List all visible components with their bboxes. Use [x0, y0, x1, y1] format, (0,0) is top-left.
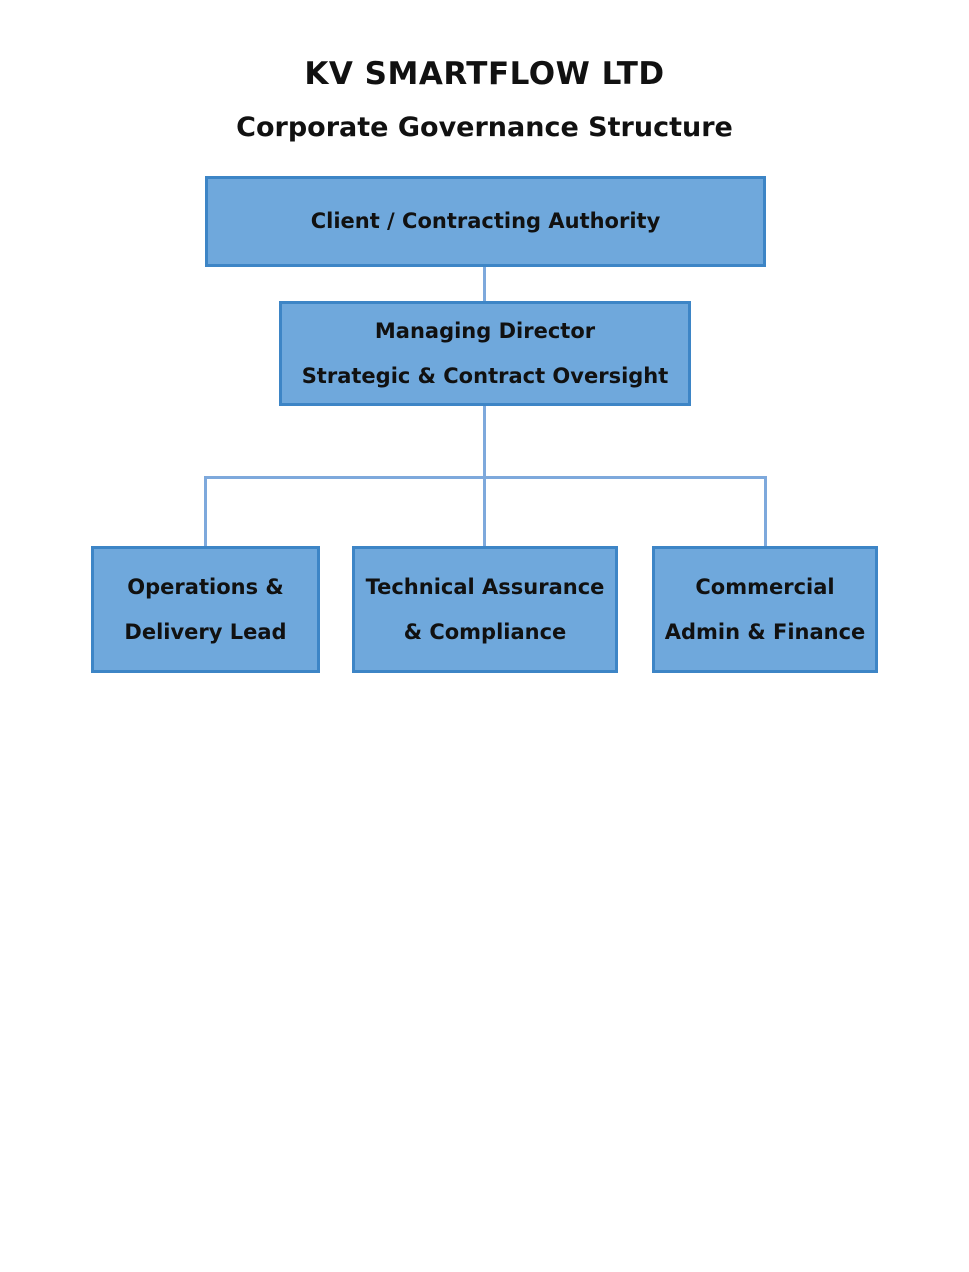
connector-drop-operations: [204, 477, 207, 547]
node-managing-director: Managing Director Strategic & Contract O…: [279, 301, 691, 406]
node-operations-delivery-lead: Operations & Delivery Lead: [91, 546, 320, 673]
node-label-line2: Strategic & Contract Oversight: [301, 363, 669, 388]
node-label-line1: Managing Director: [374, 318, 596, 343]
page-subtitle: Corporate Governance Structure: [236, 112, 733, 143]
node-label-line1: Technical Assurance: [365, 574, 605, 599]
node-label-line1: Commercial: [695, 574, 835, 599]
node-label-line2: Delivery Lead: [124, 619, 287, 644]
node-label: Client / Contracting Authority: [310, 209, 661, 233]
node-technical-assurance-compliance: Technical Assurance & Compliance: [352, 546, 618, 673]
connector-drop-technical: [483, 477, 486, 547]
connector-root-to-director: [483, 265, 486, 303]
connector-drop-commercial: [764, 477, 767, 547]
node-client-contracting-authority: Client / Contracting Authority: [205, 176, 766, 267]
node-label-line1: Operations &: [127, 574, 284, 599]
node-label-line2: Admin & Finance: [664, 619, 866, 644]
connector-director-stem: [483, 404, 486, 478]
page-title: KV SMARTFLOW LTD: [304, 56, 665, 92]
node-commercial-admin-finance: Commercial Admin & Finance: [652, 546, 878, 673]
node-label-line2: & Compliance: [403, 619, 567, 644]
